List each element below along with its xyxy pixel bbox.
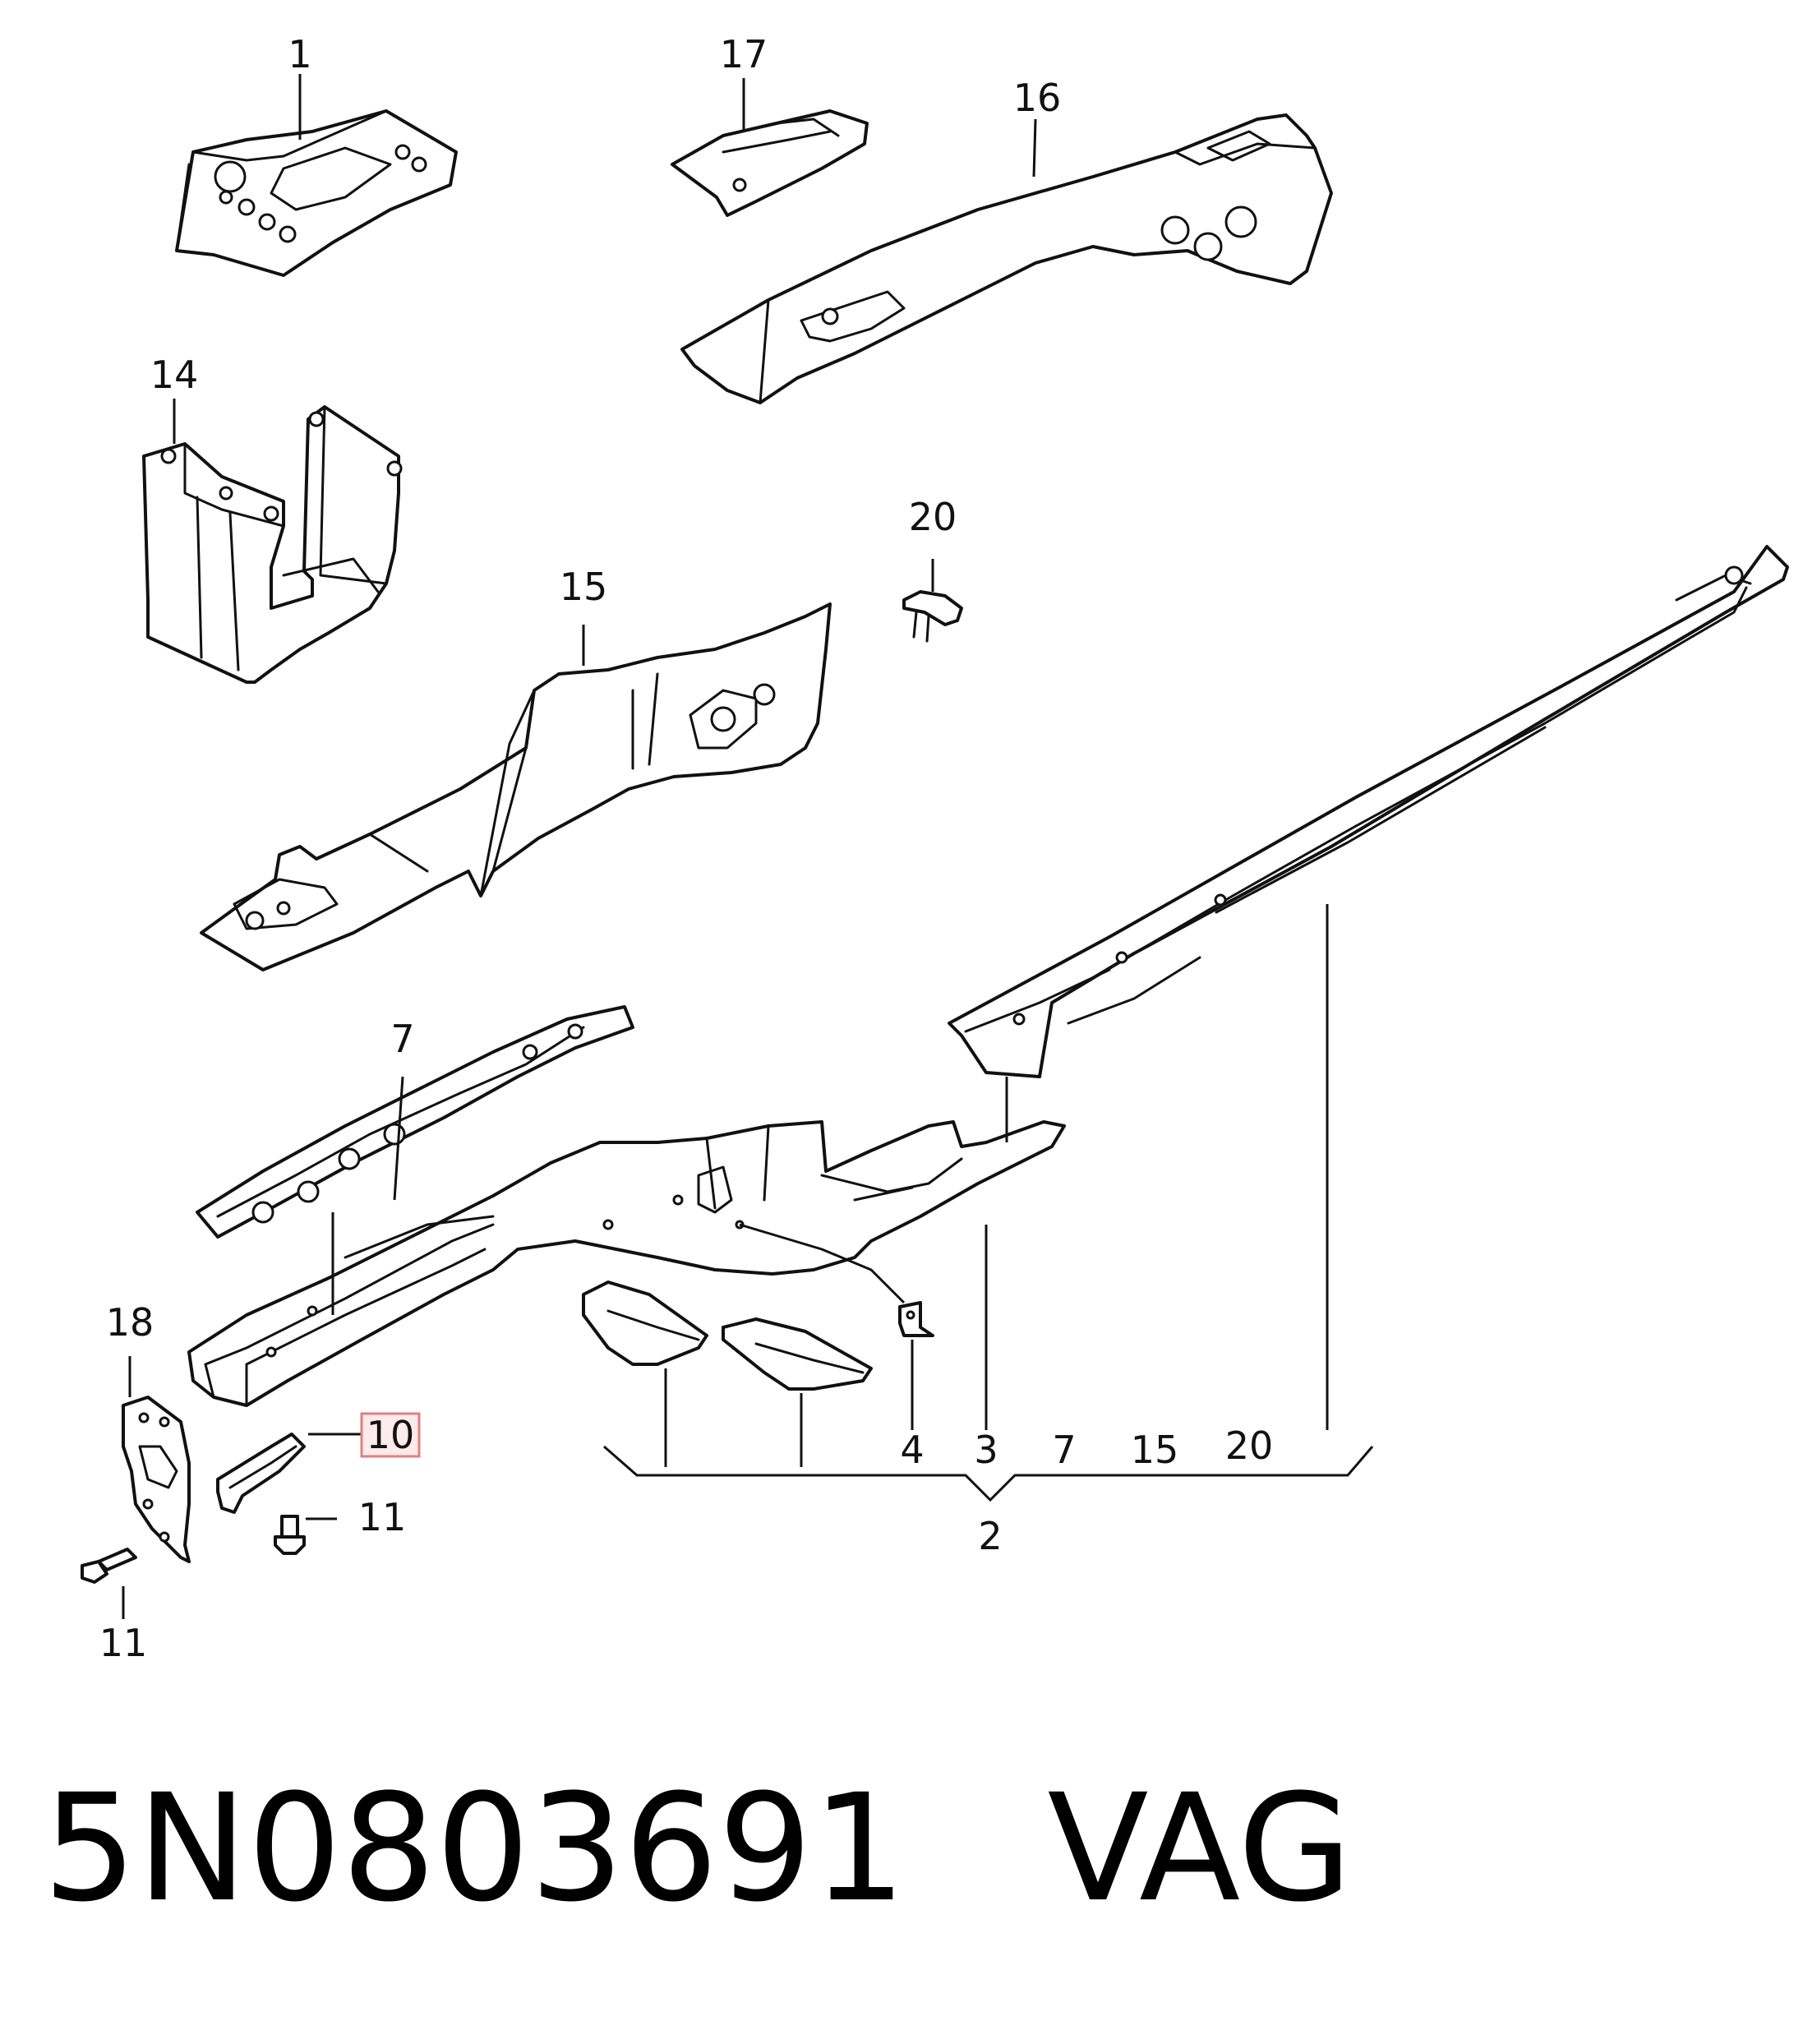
- callout-1[interactable]: 1: [288, 32, 311, 76]
- part-20-sill-member[interactable]: [948, 545, 1789, 1078]
- callout-11-b[interactable]: 11: [99, 1621, 148, 1665]
- callout-14[interactable]: 14: [150, 353, 199, 397]
- part-7-rail[interactable]: [196, 1005, 634, 1239]
- part-number-caption: 5N0803691 VAG: [43, 1775, 1353, 1923]
- part-17-bracket[interactable]: [671, 109, 869, 217]
- leader-lines: [122, 74, 1374, 1619]
- callout-3[interactable]: 3: [974, 1428, 998, 1472]
- part-4-bracket-a[interactable]: [582, 1280, 708, 1366]
- part-number: 5N0803691: [43, 1763, 906, 1935]
- callout-2[interactable]: 2: [978, 1514, 1002, 1558]
- callout-16[interactable]: 16: [1013, 76, 1062, 120]
- part-1-bracket[interactable]: [175, 109, 458, 277]
- callout-10[interactable]: 10: [367, 1413, 415, 1457]
- manufacturer: VAG: [1047, 1763, 1353, 1935]
- part-16-member[interactable]: [680, 113, 1333, 404]
- part-20-clip[interactable]: [902, 590, 963, 643]
- callout-15[interactable]: 15: [560, 565, 608, 609]
- part-10-bracket[interactable]: [216, 1433, 306, 1514]
- part-4-bracket-b[interactable]: [722, 1317, 873, 1391]
- callout-10-highlight: [360, 1412, 421, 1458]
- callout-11-a[interactable]: 11: [358, 1495, 407, 1539]
- callout-15-group[interactable]: 15: [1131, 1428, 1179, 1472]
- callout-7[interactable]: 7: [390, 1017, 414, 1061]
- part-14-u-bracket[interactable]: [142, 405, 403, 684]
- part-15-wheelhouse-member[interactable]: [200, 602, 832, 971]
- callout-20[interactable]: 20: [909, 495, 957, 539]
- callout-7-group[interactable]: 7: [1052, 1428, 1076, 1472]
- callout-18[interactable]: 18: [106, 1300, 154, 1345]
- callout-17[interactable]: 17: [720, 32, 768, 76]
- part-3-longitudinal-member[interactable]: [187, 1120, 1066, 1407]
- part-4-clip[interactable]: [898, 1301, 934, 1337]
- part-18-plate[interactable]: [122, 1396, 191, 1563]
- bolt-11-b[interactable]: [81, 1548, 137, 1584]
- callout-20-group[interactable]: 20: [1225, 1423, 1274, 1468]
- callout-4[interactable]: 4: [900, 1428, 924, 1472]
- bolt-11-a[interactable]: [274, 1515, 306, 1555]
